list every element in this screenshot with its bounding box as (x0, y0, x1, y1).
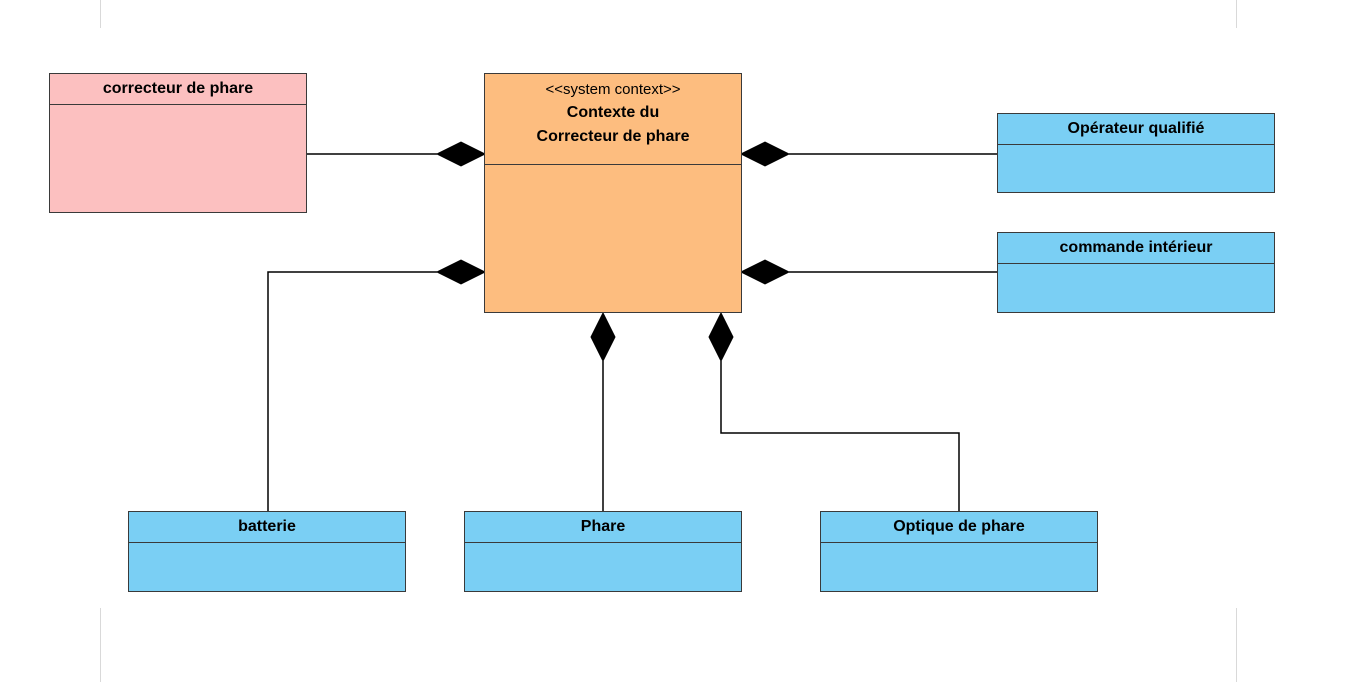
page-edge-mark (100, 608, 101, 682)
association-line-optique (720, 361, 960, 511)
class-name: Opérateur qualifié (998, 114, 1274, 145)
class-commande-interieur[interactable]: commande intérieur (997, 232, 1275, 313)
composition-diamond-correcteur (435, 141, 487, 167)
composition-diamond-batterie (435, 259, 487, 285)
composition-diamond-optique (708, 311, 734, 363)
stereotype-label: <<system context>> (545, 81, 681, 98)
system-context-class[interactable]: <<system context>> Contexte du Correcteu… (484, 73, 742, 313)
class-batterie[interactable]: batterie (128, 511, 406, 592)
class-name: commande intérieur (998, 233, 1274, 264)
context-title-line2: Correcteur de phare (536, 128, 690, 145)
class-correcteur-de-phare[interactable]: correcteur de phare (49, 73, 307, 213)
composition-diamond-operateur (739, 141, 791, 167)
composition-diamond-commande (739, 259, 791, 285)
class-operateur-qualifie[interactable]: Opérateur qualifié (997, 113, 1275, 193)
class-name: batterie (129, 512, 405, 543)
page-edge-mark (100, 0, 101, 28)
class-name: Phare (465, 512, 741, 543)
class-phare[interactable]: Phare (464, 511, 742, 592)
context-title-line1: Contexte du (566, 104, 660, 121)
class-name: correcteur de phare (50, 74, 306, 105)
composition-diamond-phare (590, 311, 616, 363)
page-edge-mark (1236, 608, 1237, 682)
class-optique-de-phare[interactable]: Optique de phare (820, 511, 1098, 592)
system-context-header: <<system context>> Contexte du Correcteu… (485, 74, 741, 165)
class-name: Optique de phare (821, 512, 1097, 543)
page-edge-mark (1236, 0, 1237, 28)
association-line-batterie (267, 271, 437, 511)
